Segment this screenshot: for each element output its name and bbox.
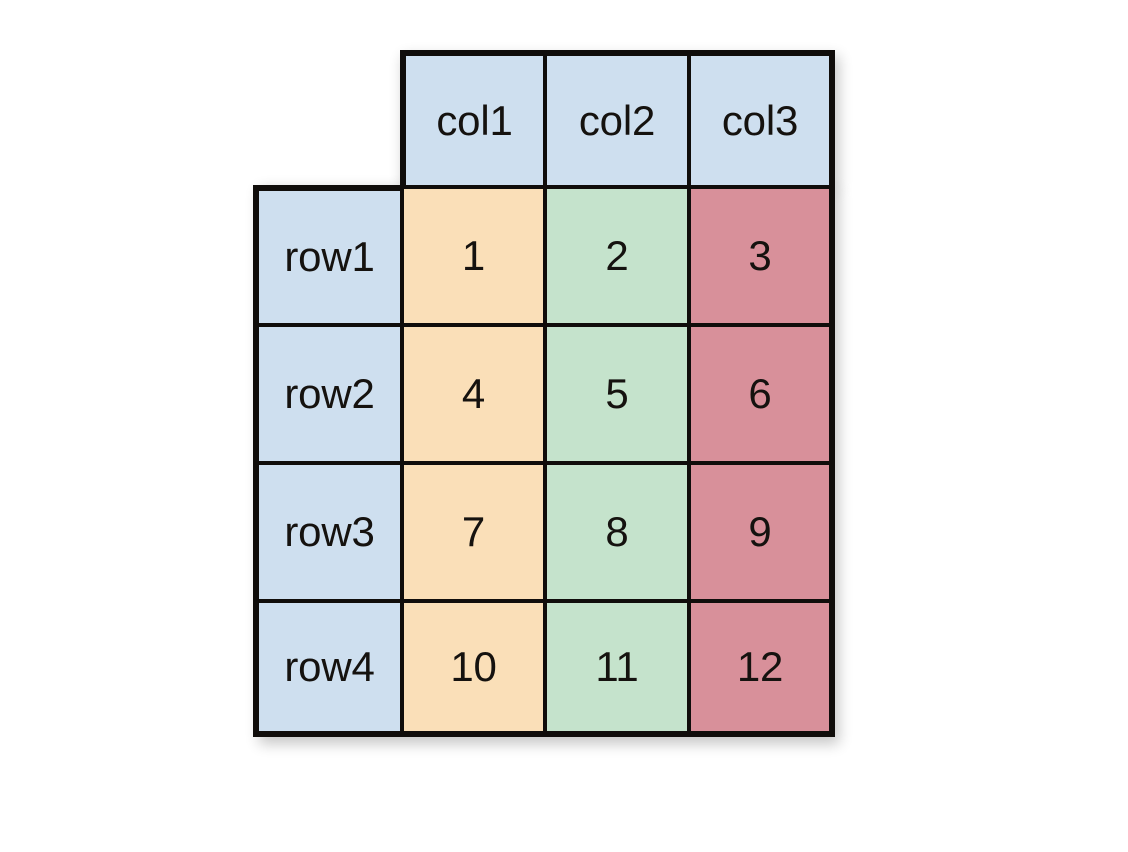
table-row: row4 10 11 12 [253,599,835,737]
column-header-col1: col1 [400,50,543,185]
cell-row3-col3: 9 [687,461,835,599]
row-header-row1: row1 [253,185,400,323]
table-corner-cell [253,50,400,185]
cell-row2-col1: 4 [400,323,543,461]
cell-row3-col2: 8 [543,461,687,599]
table-row: row3 7 8 9 [253,461,835,599]
cell-row1-col2: 2 [543,185,687,323]
cell-row1-col3: 3 [687,185,835,323]
cell-row1-col1: 1 [400,185,543,323]
table-row: row2 4 5 6 [253,323,835,461]
cell-row2-col2: 5 [543,323,687,461]
labeled-grid-table: col1 col2 col3 row1 1 2 3 row2 4 5 6 row… [253,50,835,737]
row-header-row3: row3 [253,461,400,599]
cell-row4-col3: 12 [687,599,835,737]
table-row: row1 1 2 3 [253,185,835,323]
row-header-row4: row4 [253,599,400,737]
row-header-row2: row2 [253,323,400,461]
cell-row4-col2: 11 [543,599,687,737]
column-header-row: col1 col2 col3 [253,50,835,185]
cell-row3-col1: 7 [400,461,543,599]
column-header-col2: col2 [543,50,687,185]
column-header-col3: col3 [687,50,835,185]
cell-row4-col1: 10 [400,599,543,737]
cell-row2-col3: 6 [687,323,835,461]
